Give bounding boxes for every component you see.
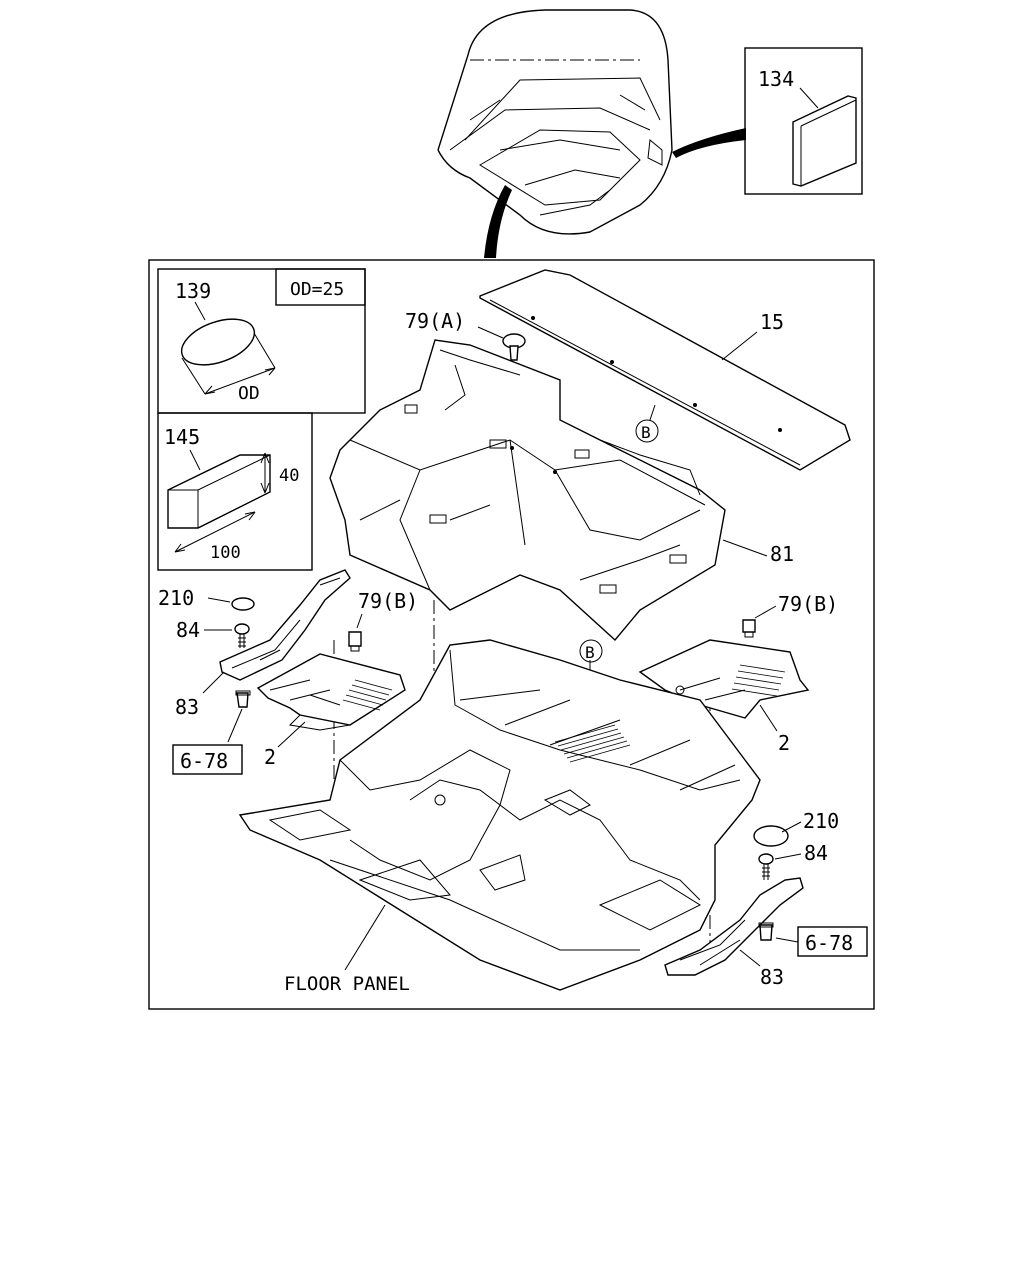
marker-b-mid-label: B — [585, 643, 595, 662]
marker-b-top-label: B — [641, 423, 651, 442]
floor-panel: FLOOR PANEL — [238, 639, 761, 995]
left-parts-group: 210 84 83 6-78 79(B) 2 — [158, 569, 418, 775]
part-2-right-label: 2 — [778, 731, 790, 755]
right-parts-group: 79(B) 2 — [638, 592, 838, 755]
part-79a-label: 79(A) — [405, 309, 465, 333]
part-83-left-label: 83 — [175, 695, 199, 719]
bottom-right-parts-group: 210 84 6-78 83 — [664, 809, 868, 989]
part-134-inset: 134 — [744, 47, 863, 195]
part-139-label: 139 — [175, 279, 211, 303]
part-81-insulator: 81 — [329, 339, 794, 642]
dim-100-label: 100 — [210, 543, 241, 563]
ref-6-78-right-box — [797, 926, 868, 957]
part-83-right-label: 83 — [760, 965, 784, 989]
part-145-label: 145 — [164, 425, 200, 449]
floor-panel-label: FLOOR PANEL — [284, 973, 410, 995]
part-145-inset: 145 40 100 — [157, 412, 313, 571]
marker-b-mid: B — [579, 639, 603, 663]
cab-pointer-arrow-right — [672, 128, 746, 158]
od-label: OD — [238, 383, 260, 404]
part-84-right-label: 84 — [804, 841, 828, 865]
main-diagram-frame — [148, 259, 875, 1010]
part-81-label: 81 — [770, 542, 794, 566]
dim-40-label: 40 — [279, 466, 299, 486]
ref-6-78-right-label: 6-78 — [805, 931, 853, 955]
part-139-inset: OD=25 139 OD — [157, 268, 366, 414]
part-84-left-label: 84 — [176, 618, 200, 642]
ref-6-78-left-box — [172, 744, 243, 775]
cab-pointer-arrow-down — [484, 185, 512, 258]
part-79a-clip: 79(A) — [405, 309, 526, 450]
part-79b-right-label: 79(B) — [778, 592, 838, 616]
marker-b-top: B — [635, 404, 659, 443]
part-15-panel: 15 — [479, 269, 851, 471]
part-2-left-label: 2 — [264, 745, 276, 769]
od25-label: OD=25 — [290, 279, 344, 300]
cab-overview-illustration — [437, 9, 673, 235]
part-134-label: 134 — [758, 67, 794, 91]
ref-6-78-left-label: 6-78 — [180, 749, 228, 773]
part-210-left-label: 210 — [158, 586, 194, 610]
part-15-label: 15 — [760, 310, 784, 334]
part-79b-left-label: 79(B) — [358, 589, 418, 613]
part-210-right-label: 210 — [803, 809, 839, 833]
